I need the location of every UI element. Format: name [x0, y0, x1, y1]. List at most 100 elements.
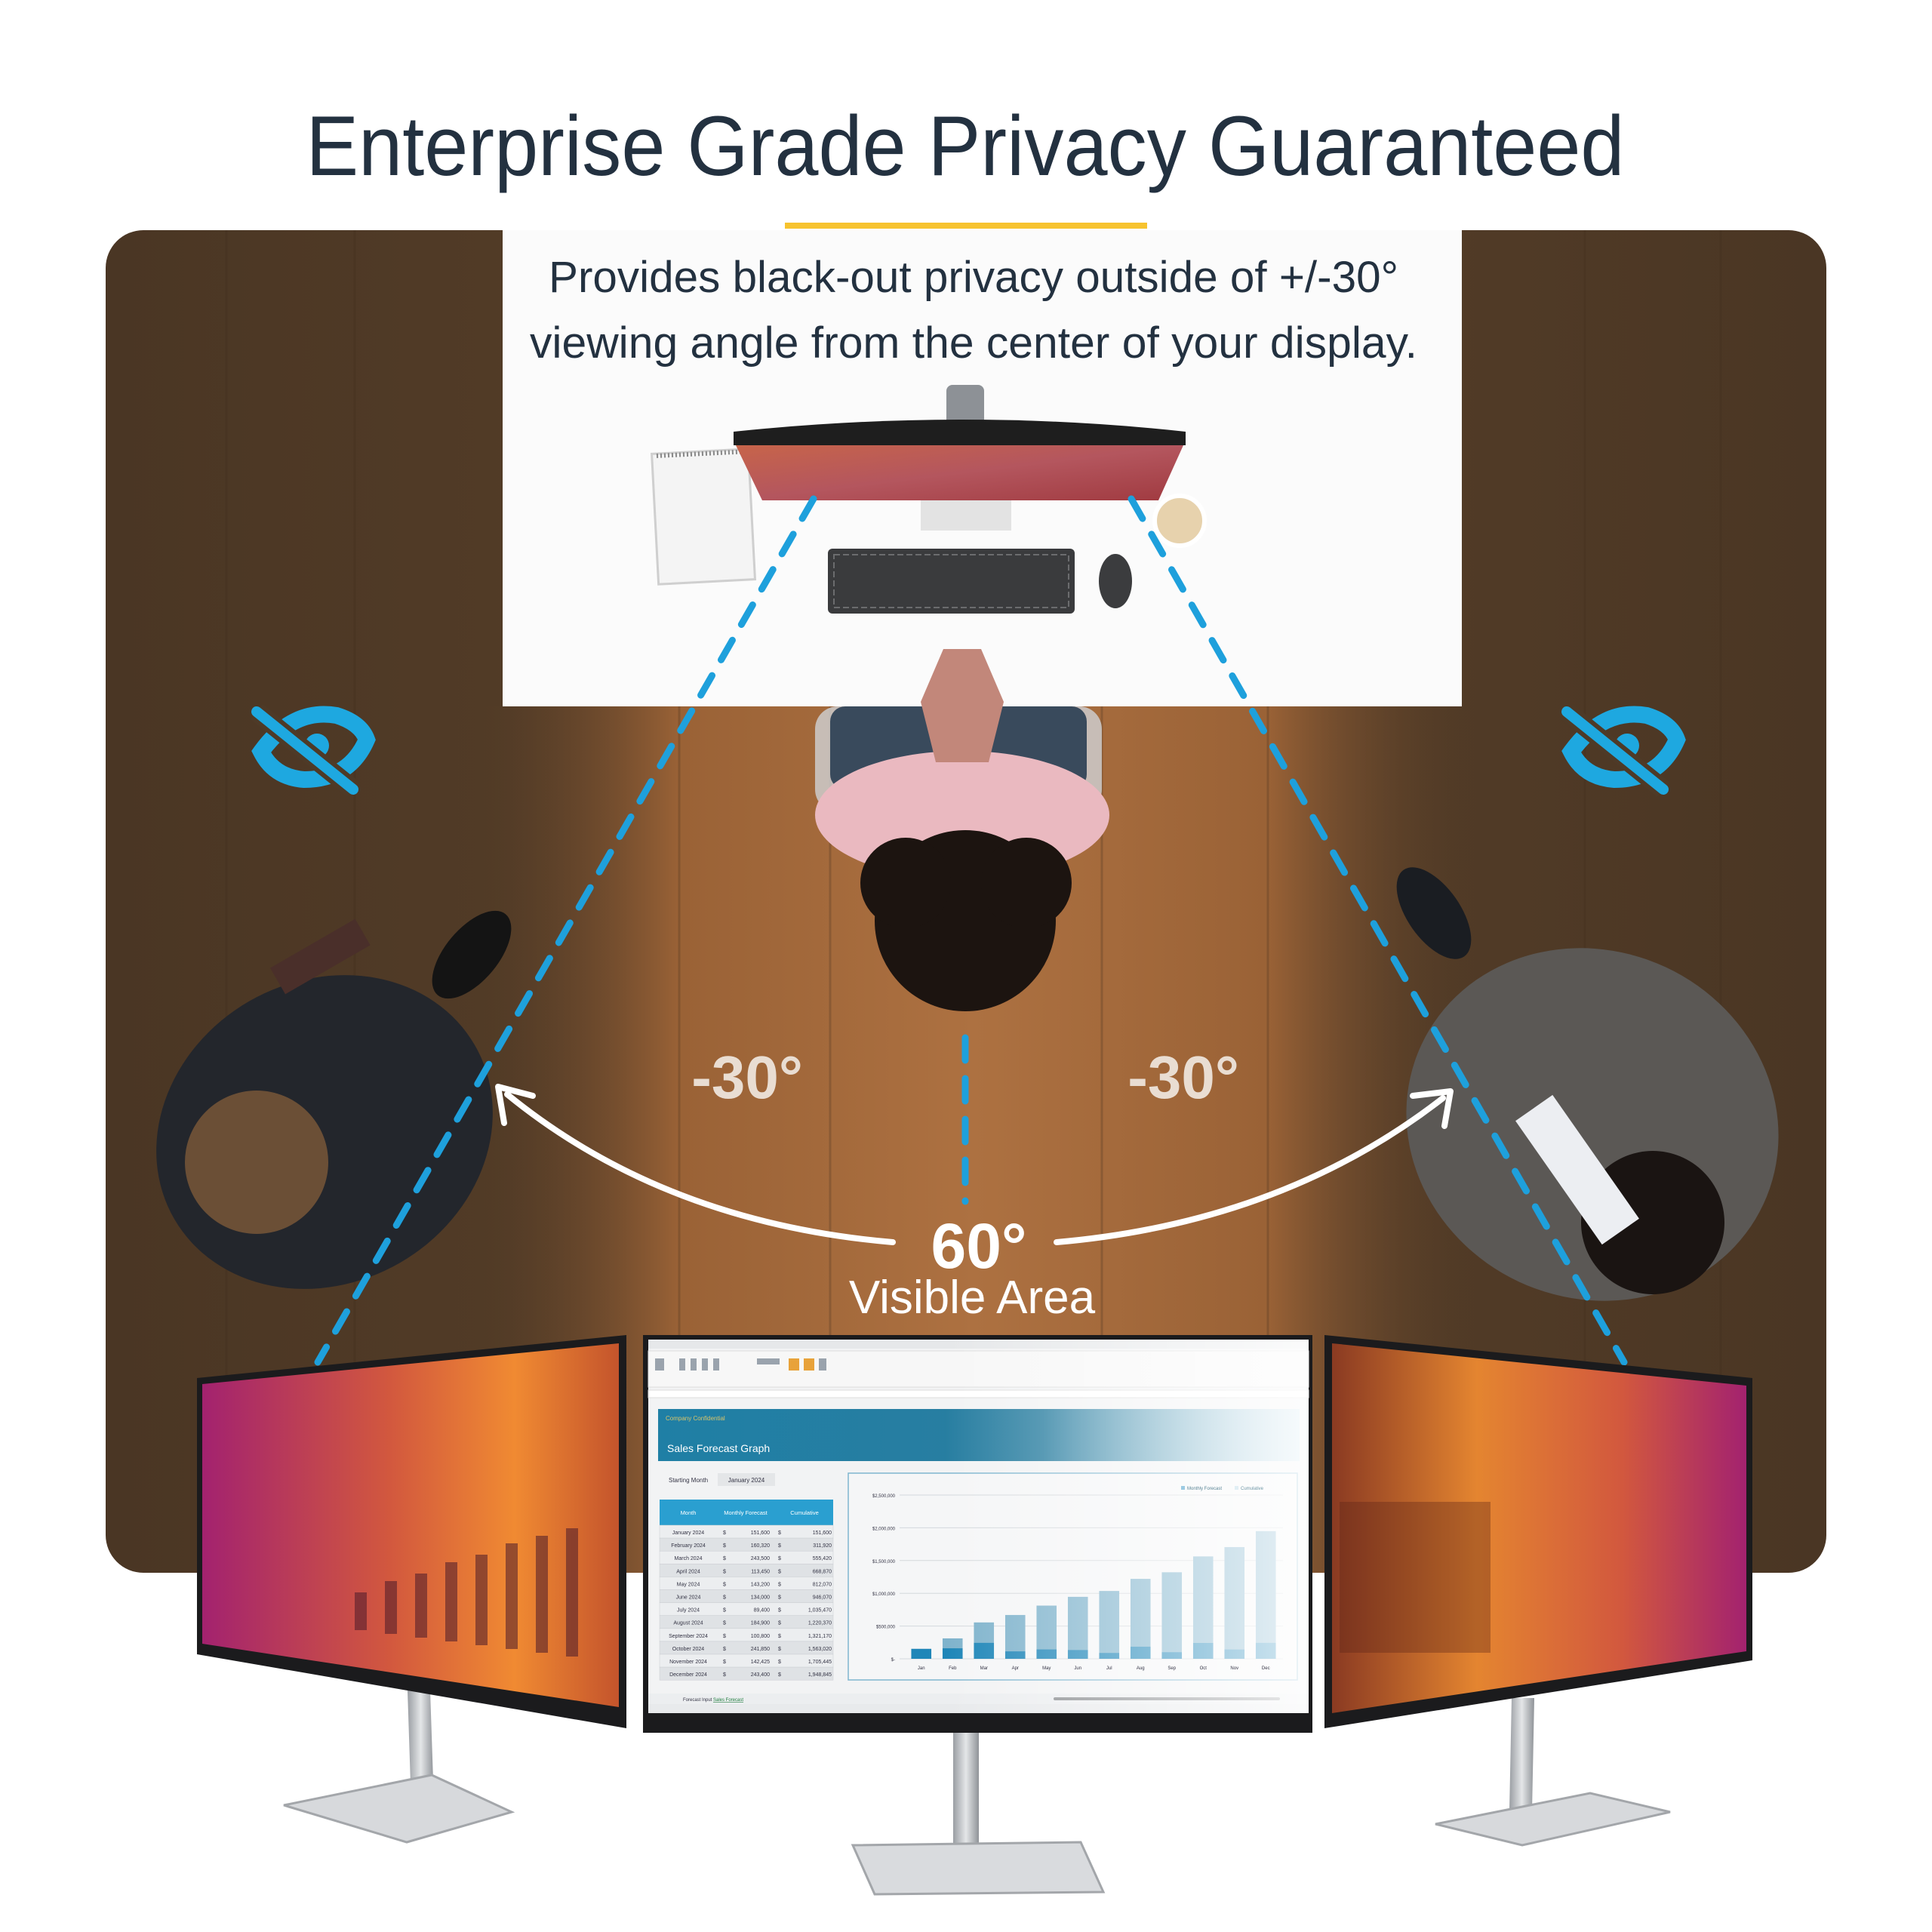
currency-cell: $	[778, 1569, 781, 1574]
table-row: August 2024$184,900$1,220,370	[659, 1615, 834, 1629]
currency-cell: $	[778, 1647, 781, 1652]
month-cell: June 2024	[676, 1595, 701, 1601]
left-arrowhead	[495, 1084, 536, 1126]
desk-monitor	[734, 385, 1186, 531]
cumulative-cell: 1,220,370	[808, 1621, 832, 1626]
right-arrowhead	[1410, 1088, 1454, 1129]
monthly-cell: 241,850	[751, 1647, 770, 1652]
x-tick-label: Mar	[980, 1666, 988, 1671]
currency-cell: $	[778, 1543, 781, 1549]
y-tick-label: $500,000	[876, 1626, 896, 1630]
currency-cell: $	[778, 1621, 781, 1626]
y-tick-label: $-	[891, 1658, 895, 1663]
sheet-tab-sales-forecast[interactable]: Sales Forecast	[713, 1698, 743, 1703]
x-tick-label: Dec	[1262, 1666, 1270, 1671]
currency-cell: $	[778, 1531, 781, 1536]
month-cell: September 2024	[669, 1634, 708, 1639]
cumulative-cell: 1,035,470	[808, 1608, 832, 1614]
monthly-cell: 243,500	[751, 1556, 770, 1561]
table-row: March 2024$243,500$555,420	[659, 1550, 834, 1564]
monthly-cell: 113,450	[751, 1569, 770, 1574]
currency-cell: $	[723, 1595, 726, 1601]
cumulative-cell: 1,321,170	[808, 1634, 832, 1639]
currency-cell: $	[778, 1582, 781, 1587]
currency-cell: $	[723, 1543, 726, 1549]
starting-month-value: January 2024	[728, 1477, 765, 1484]
center-monitor: Company Confidential Sales Forecast Grap…	[643, 1335, 1312, 1896]
cumulative-cell: 151,600	[813, 1531, 832, 1536]
cumulative-cell: 1,563,020	[808, 1647, 832, 1652]
viewing-arc	[495, 1084, 1454, 1245]
eye-slash-icon	[250, 703, 376, 798]
table-header-cumulative: Cumulative	[790, 1509, 819, 1516]
title-underline	[785, 223, 1147, 229]
keyboard	[828, 549, 1075, 614]
table-header-monthly: Monthly Forecast	[724, 1509, 768, 1516]
subtitle-line-1: Provides black-out privacy outside of +/…	[549, 253, 1398, 302]
currency-cell: $	[723, 1531, 726, 1536]
month-cell: October 2024	[672, 1647, 705, 1652]
cumulative-cell: 1,705,445	[808, 1660, 832, 1665]
sheet-tab-forecast-input[interactable]: Forecast Input	[683, 1698, 712, 1703]
month-cell: August 2024	[673, 1621, 703, 1626]
currency-cell: $	[778, 1608, 781, 1614]
currency-cell: $	[778, 1634, 781, 1639]
man-right	[1396, 867, 1779, 1301]
x-tick-label: May	[1042, 1666, 1051, 1671]
page-title: Enterprise Grade Privacy Guaranteed	[306, 99, 1625, 193]
monthly-cell: 160,320	[751, 1543, 770, 1549]
left-monitor-privacy-view	[197, 1335, 626, 1844]
mouse	[1099, 554, 1132, 608]
cumulative-cell: 1,948,845	[808, 1672, 832, 1678]
currency-cell: $	[723, 1621, 726, 1626]
y-tick-label: $2,000,000	[872, 1527, 896, 1531]
month-cell: January 2024	[672, 1531, 705, 1536]
right-angle-label: -30°	[1128, 1044, 1239, 1111]
currency-cell: $	[723, 1582, 726, 1587]
x-tick-label: Feb	[949, 1666, 957, 1671]
currency-cell: $	[723, 1608, 726, 1614]
y-tick-label: $1,500,000	[872, 1560, 896, 1564]
table-row: January 2024$151,600$151,600	[659, 1524, 834, 1539]
table-row: April 2024 $113,450 $668,870	[659, 1564, 834, 1577]
table-row: October 2024 $241,850 $1,563,020	[659, 1641, 834, 1655]
left-angle-label: -30°	[691, 1044, 803, 1111]
monthly-cell: 134,000	[751, 1595, 770, 1601]
starting-month-label: Starting Month	[669, 1477, 708, 1484]
month-cell: April 2024	[676, 1569, 700, 1574]
cumulative-cell: 311,920	[813, 1543, 832, 1549]
cumulative-cell: 946,070	[813, 1595, 832, 1601]
left-arc	[504, 1091, 896, 1245]
table-row: December 2024$243,400$1,948,845	[659, 1666, 834, 1681]
currency-cell: $	[723, 1569, 726, 1574]
legend-monthly: Monthly Forecast	[1187, 1487, 1222, 1491]
row-background	[659, 1666, 834, 1681]
table-row: November 2024$142,425$1,705,445	[659, 1654, 834, 1668]
monthly-cell: 142,425	[751, 1660, 770, 1665]
currency-cell: $	[723, 1647, 726, 1652]
cumulative-cell: 555,420	[813, 1556, 832, 1561]
x-tick-label: Sep	[1168, 1666, 1176, 1671]
chart-legend: Monthly Forecast Cumulative	[1187, 1487, 1264, 1491]
currency-cell: $	[778, 1672, 781, 1678]
x-tick-label: Jun	[1074, 1666, 1081, 1671]
legend-cumulative: Cumulative	[1241, 1487, 1264, 1491]
x-tick-label: Jul	[1106, 1666, 1112, 1671]
x-tick-label: Jan	[918, 1666, 925, 1671]
monthly-cell: 143,200	[751, 1582, 770, 1587]
left-limit-line	[314, 495, 817, 1366]
table-header-month: Month	[681, 1509, 697, 1516]
right-limit-line	[1128, 495, 1628, 1366]
monthly-cell: 243,400	[751, 1672, 770, 1678]
table-row: September 2024$100,800$1,321,170	[659, 1628, 834, 1642]
spreadsheet-screen: Company Confidential Sales Forecast Grap…	[648, 1340, 1309, 1713]
table-row: May 2024$143,200$812,070	[659, 1577, 834, 1590]
x-tick-label: Nov	[1230, 1666, 1238, 1671]
x-tick-label: Aug	[1137, 1666, 1145, 1671]
coffee-cup	[1152, 494, 1207, 548]
cumulative-cell: 668,870	[813, 1569, 832, 1574]
month-cell: December 2024	[669, 1672, 707, 1678]
table-row: July 2024$89,400$1,035,470	[659, 1602, 834, 1616]
right-monitor-privacy-view	[1324, 1335, 1752, 1847]
